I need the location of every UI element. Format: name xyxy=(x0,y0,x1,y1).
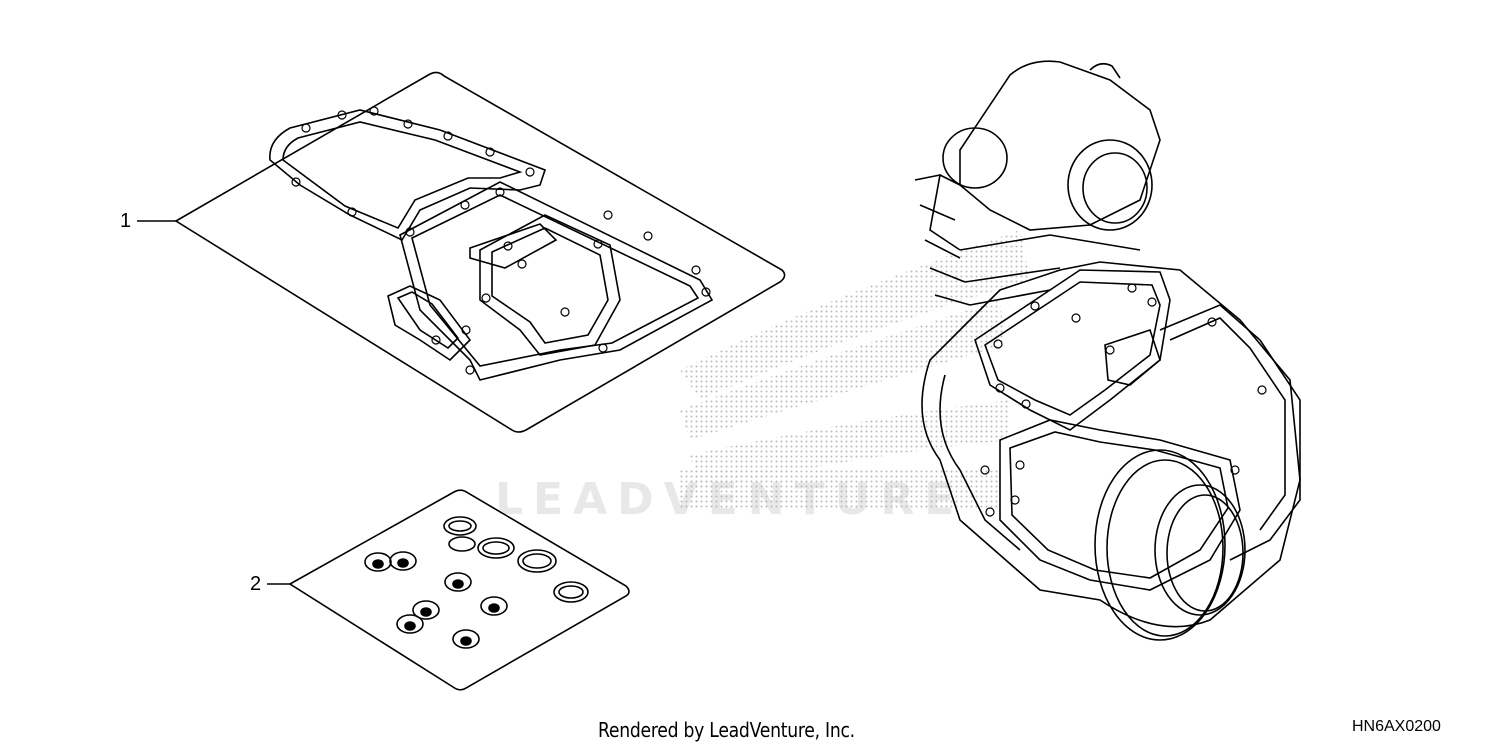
callout-2-number: 2 xyxy=(250,573,262,595)
render-credit: Rendered by LeadVenture, Inc. xyxy=(598,718,855,742)
wing-watermark-logo xyxy=(680,230,1030,510)
callout-1-number: 1 xyxy=(120,210,132,232)
gasket-kit-b xyxy=(288,489,630,691)
diagram-code: HN6AX0200 xyxy=(1352,718,1441,735)
engine-illustration xyxy=(914,60,1301,641)
gasket-kit-a xyxy=(174,71,786,433)
